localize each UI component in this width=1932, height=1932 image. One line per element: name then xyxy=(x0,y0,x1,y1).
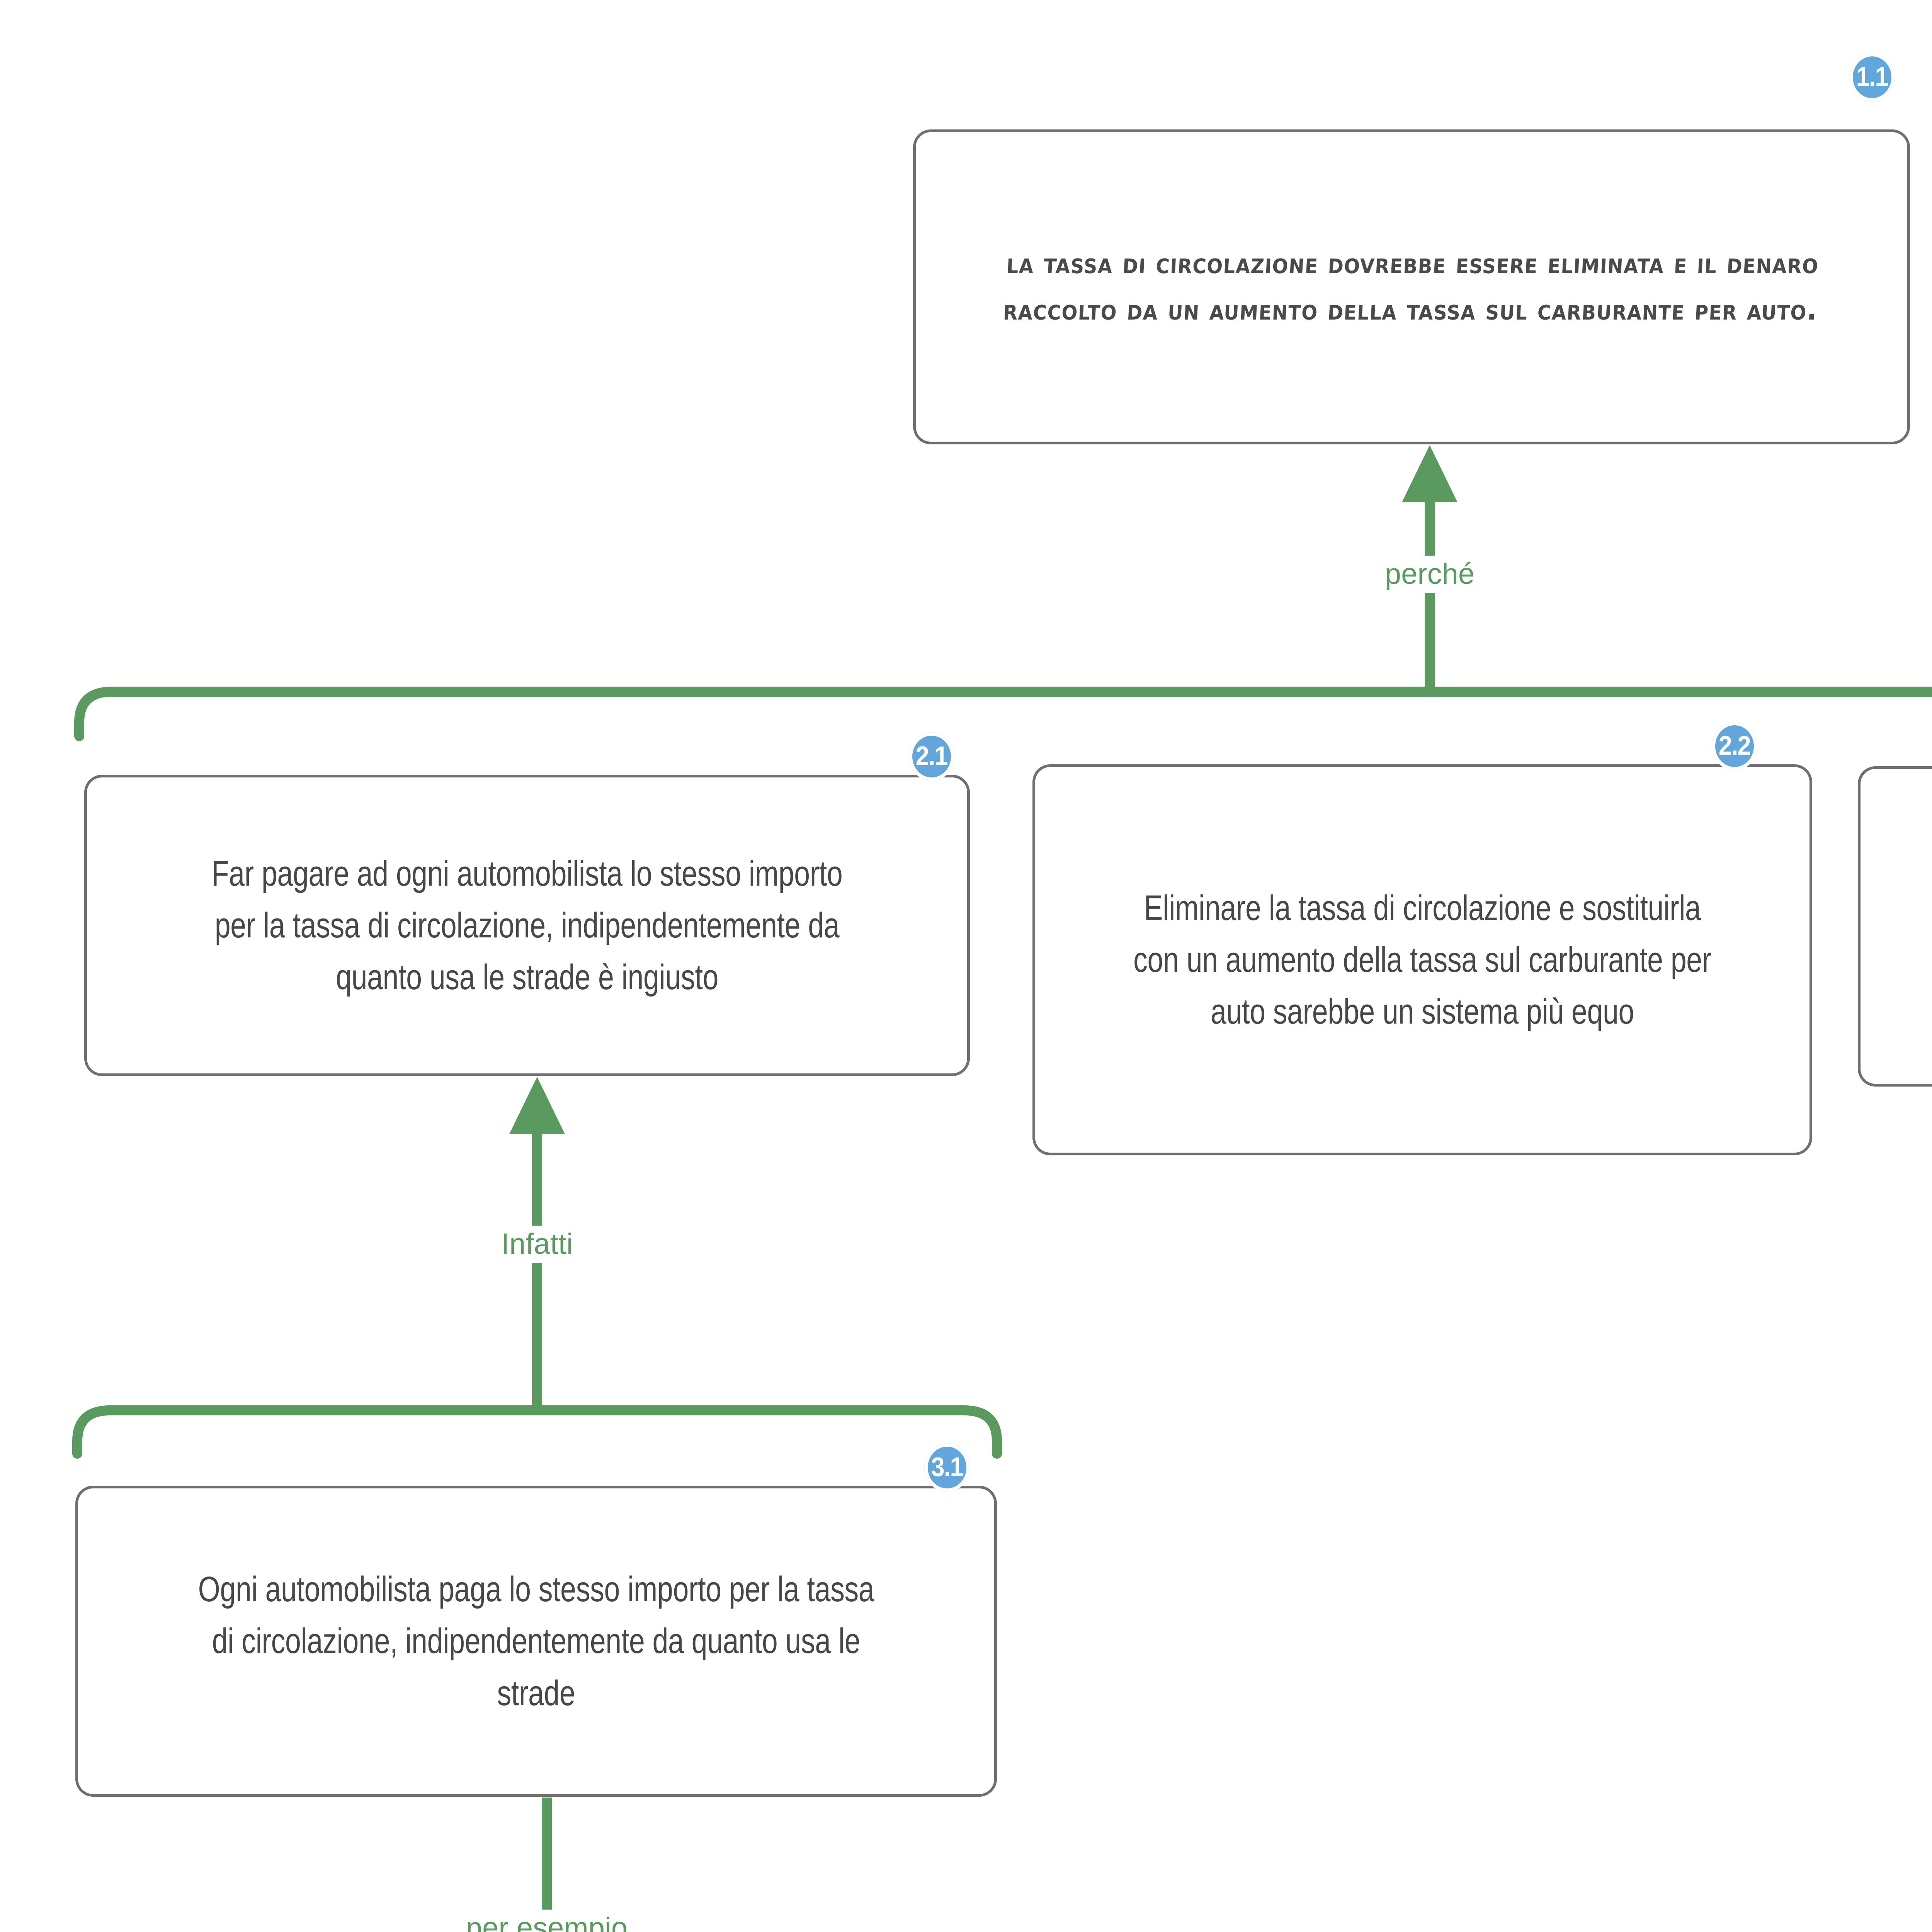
node-badge-2-2[interactable]: 2.2 xyxy=(1712,722,1757,770)
node-badge-3-1-label: 3.1 xyxy=(931,1452,964,1482)
node-badge-2-1-label: 2.1 xyxy=(915,741,948,771)
node-badge-2-2-label: 2.2 xyxy=(1718,730,1751,760)
bracket-level2 xyxy=(74,687,1932,741)
node-1-1[interactable]: La tassa di circolazione dovrebbe essere… xyxy=(913,129,1910,444)
node-1-1-text: La tassa di circolazione dovrebbe essere… xyxy=(1002,247,1820,327)
bracket-3-1 xyxy=(72,1405,1002,1459)
node-2-1-text: Far pagare ad ogni automobilista lo stes… xyxy=(211,854,843,997)
node-badge-1-1[interactable]: 1.1 xyxy=(1849,53,1895,102)
connector-label-perche: perché xyxy=(1374,556,1485,593)
node-2-2[interactable]: Eliminare la tassa di circolazione e sos… xyxy=(1032,764,1812,1155)
node-badge-1-1-label: 1.1 xyxy=(1856,61,1889,92)
node-2-2-text: Eliminare la tassa di circolazione e sos… xyxy=(1133,888,1711,1032)
node-3-1-text: Ogni automobilista paga lo stesso import… xyxy=(198,1570,874,1713)
node-badge-3-1[interactable]: 3.1 xyxy=(924,1443,970,1492)
node-2-3[interactable]: Eliminare la tassa di circolazione e sos… xyxy=(1858,766,1932,1087)
connector-label-per-esempio: per esempio xyxy=(456,1910,638,1932)
node-3-1[interactable]: Ogni automobilista paga lo stesso import… xyxy=(75,1486,997,1797)
node-badge-2-1[interactable]: 2.1 xyxy=(909,732,954,781)
node-2-1[interactable]: Far pagare ad ogni automobilista lo stes… xyxy=(84,775,970,1076)
connector-label-infatti: Infatti xyxy=(491,1226,583,1263)
